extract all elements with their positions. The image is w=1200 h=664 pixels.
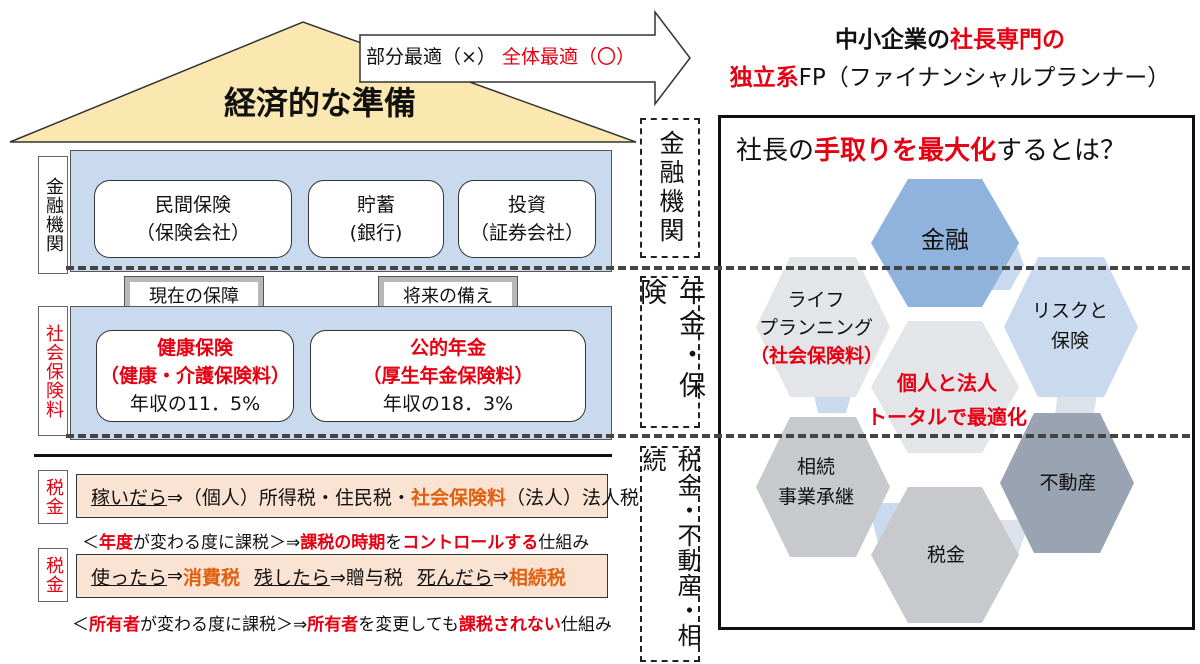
side-label-tax2: 税金 <box>38 548 68 602</box>
card-health-sub: （健康・介護保険料） <box>99 365 290 387</box>
tax2-gift: ⇒贈与税 <box>329 566 403 589</box>
tax-bar-earning: 稼いだら⇒（個人）所得税・住民税・社会保険料（法人）法人税 <box>76 474 639 518</box>
hex-inheritance-label: 相続 事業承継 <box>756 452 876 512</box>
hex-inheritance-line1: 相続 <box>796 456 835 478</box>
side-label-social: 社会保険料 <box>38 306 68 436</box>
label-finance-institution: 金融機関 <box>640 118 700 258</box>
right-title-c: するとは？ <box>996 136 1127 166</box>
hex-risk-line1: リスクと <box>1031 300 1108 322</box>
hex-center <box>871 321 1019 453</box>
tax2-leave: 残したら <box>253 566 330 589</box>
card-pension-title: 公的年金 <box>409 337 486 359</box>
side-label-tax1: 税金 <box>38 470 68 524</box>
hex-life-label: ライフ プランニング （社会保険料） <box>750 286 884 370</box>
house-title: 経済的な準備 <box>223 84 416 122</box>
arrow-right-text: 全体最適（〇） <box>501 46 635 68</box>
hex-life-line1: ライフ <box>787 289 845 311</box>
card-pension-rate: 年収の18．3% <box>382 393 514 415</box>
tax2-use: 使ったら <box>91 566 168 589</box>
hex-center-line1: 個人と法人 <box>897 371 997 395</box>
hex-finance <box>871 179 1019 307</box>
hex-inheritance <box>756 417 890 557</box>
header-line2-black: FP（ファイナンシャルプランナー） <box>798 65 1171 91</box>
hex-life-line3: （社会保険料） <box>750 345 884 367</box>
label-tax-realestate-inheritance: 税金・不動産・相続 <box>638 446 701 662</box>
note2-b: 所有者 <box>89 615 140 635</box>
card-savings: 貯蓄 (銀行) <box>308 180 444 258</box>
header-line1: 中小企業の社長専門の <box>700 20 1200 54</box>
header-line2-red: 独立系 <box>729 65 799 91</box>
note2-f: 課税されない <box>458 615 561 635</box>
note1-c: が変わる度に課税＞⇒ <box>133 533 301 553</box>
arrow-left-text: 部分最適（×） <box>366 46 496 68</box>
header-line1-black: 中小企業の <box>835 27 950 53</box>
card-health-insurance: 健康保険 （健康・介護保険料） 年収の11．5% <box>96 330 294 422</box>
hex-risk-line2: 保険 <box>1050 330 1089 352</box>
note2-g: 仕組み <box>560 615 612 635</box>
tax2-arrow1: ⇒ <box>167 565 183 587</box>
hex-center-line2: トータルで最適化 <box>867 405 1027 429</box>
note1-g: 仕組み <box>538 533 590 553</box>
note1-d: 課税の時期 <box>300 533 386 553</box>
card-private-insurance-title: 民間保険 <box>154 194 231 216</box>
side-label-finance: 金融機関 <box>38 156 68 274</box>
hex-tax <box>871 487 1019 623</box>
arrow-text: 部分最適（×） 全体最適（〇） <box>366 42 666 69</box>
tax1-income: ⇒（個人）所得税・住民税・ <box>167 486 411 509</box>
dashed-line-upper <box>66 266 1190 270</box>
tax2-arrow3: ⇒ <box>492 565 509 587</box>
label-pension-insurance: 年金・保険 <box>635 276 705 428</box>
card-health-title: 健康保険 <box>156 337 233 359</box>
header-line1-red: 社長専門の <box>950 27 1065 53</box>
card-investment: 投資 （証券会社） <box>458 180 596 258</box>
hex-finance-label: 金融 <box>921 226 969 254</box>
tax1-corp: （法人）法人税 <box>505 486 639 509</box>
header-line2: 独立系FP（ファイナンシャルプランナー） <box>700 58 1200 92</box>
tax1-earn: 稼いだら <box>91 486 168 509</box>
note-owner-change: ＜所有者が変わる度に課税＞⇒所有者を変更しても課税されない仕組み <box>72 610 612 635</box>
card-private-insurance: 民間保険 （保険会社） <box>94 180 292 258</box>
card-private-insurance-sub: （保険会社） <box>135 222 250 244</box>
note1-b: 年度 <box>99 533 133 553</box>
note2-a: ＜ <box>72 615 89 635</box>
hex-center-label: 個人と法人 トータルで最適化 <box>862 366 1032 434</box>
right-box-title: 社長の手取りを最大化するとは？ <box>736 130 1126 167</box>
right-title-a: 社長の <box>736 136 815 166</box>
note2-d: 所有者 <box>307 615 359 635</box>
hex-realestate <box>1000 413 1134 553</box>
card-health-rate: 年収の11．5% <box>129 393 261 415</box>
arrow-shape <box>359 9 691 107</box>
card-savings-title: 貯蓄 <box>356 194 395 216</box>
card-savings-sub: (銀行) <box>349 222 403 244</box>
hex-inheritance-line2: 事業承継 <box>777 486 854 508</box>
dashed-line-lower <box>66 434 1190 438</box>
hex-risk-label: リスクと 保険 <box>1010 296 1130 356</box>
right-title-b: 手取りを最大化 <box>814 136 997 166</box>
card-investment-title: 投資 <box>507 194 546 216</box>
tax1-social: 社会保険料 <box>410 486 506 509</box>
hex-life-line2: プランニング <box>758 317 873 339</box>
tax2-consumption: 消費税 <box>182 566 240 589</box>
card-pension-sub: （厚生年金保険料） <box>362 365 534 387</box>
card-public-pension: 公的年金 （厚生年金保険料） 年収の18．3% <box>310 330 586 422</box>
note1-f: コントロールする <box>402 533 539 553</box>
tax-separator <box>34 454 612 457</box>
hex-tax-label: 税金 <box>926 544 965 566</box>
tax2-die: 死んだら <box>416 566 493 589</box>
hex-life-planning <box>756 257 890 397</box>
note1-e: を <box>385 533 403 553</box>
card-investment-sub: （証券会社） <box>469 222 584 244</box>
note2-c: が変わる度に課税＞⇒ <box>140 615 308 635</box>
note-tax-timing: ＜年度が変わる度に課税＞⇒課税の時期をコントロールする仕組み <box>82 528 589 553</box>
note2-e: を変更しても <box>358 615 459 635</box>
note1-a: ＜ <box>82 533 99 553</box>
roof-and-arrow <box>9 9 691 143</box>
hex-realestate-label: 不動産 <box>1039 472 1097 494</box>
hex-diagram <box>756 179 1138 623</box>
tax2-inheritance: 相続税 <box>508 566 566 589</box>
tax-bar-spending: 使ったら⇒消費税残したら⇒贈与税死んだら⇒相続税 <box>76 554 608 598</box>
hex-risk-insurance <box>1004 257 1138 397</box>
